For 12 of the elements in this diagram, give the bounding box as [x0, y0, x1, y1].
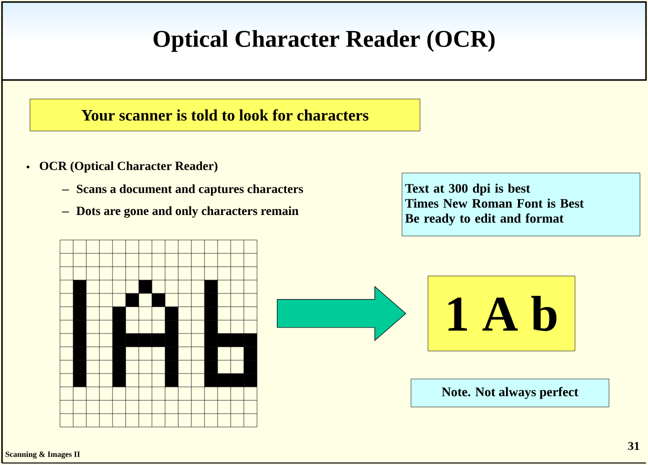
bullet-text: OCR (Optical Character Reader): [40, 161, 218, 173]
block-arrow: [276, 286, 406, 342]
title: Optical Character Reader (OCR): [154, 30, 495, 52]
bullet-text: Scans a document and captures characters: [76, 184, 304, 196]
pixel-grid-drawing: [60, 240, 258, 428]
note-box: Note. Not always perfect: [410, 378, 610, 408]
footer-text: Scanning & Images II: [6, 451, 80, 459]
page-number: 31: [628, 442, 640, 450]
callout-box: Your scanner is told to look for characters: [30, 98, 420, 132]
tips-box: Text at 300 dpi is best Times New Roman Font is Best Be ready to edit and format: [402, 172, 640, 236]
result-box: 1 A b: [428, 276, 576, 352]
bullet-text: Dots are gone and only characters remain: [76, 206, 298, 218]
